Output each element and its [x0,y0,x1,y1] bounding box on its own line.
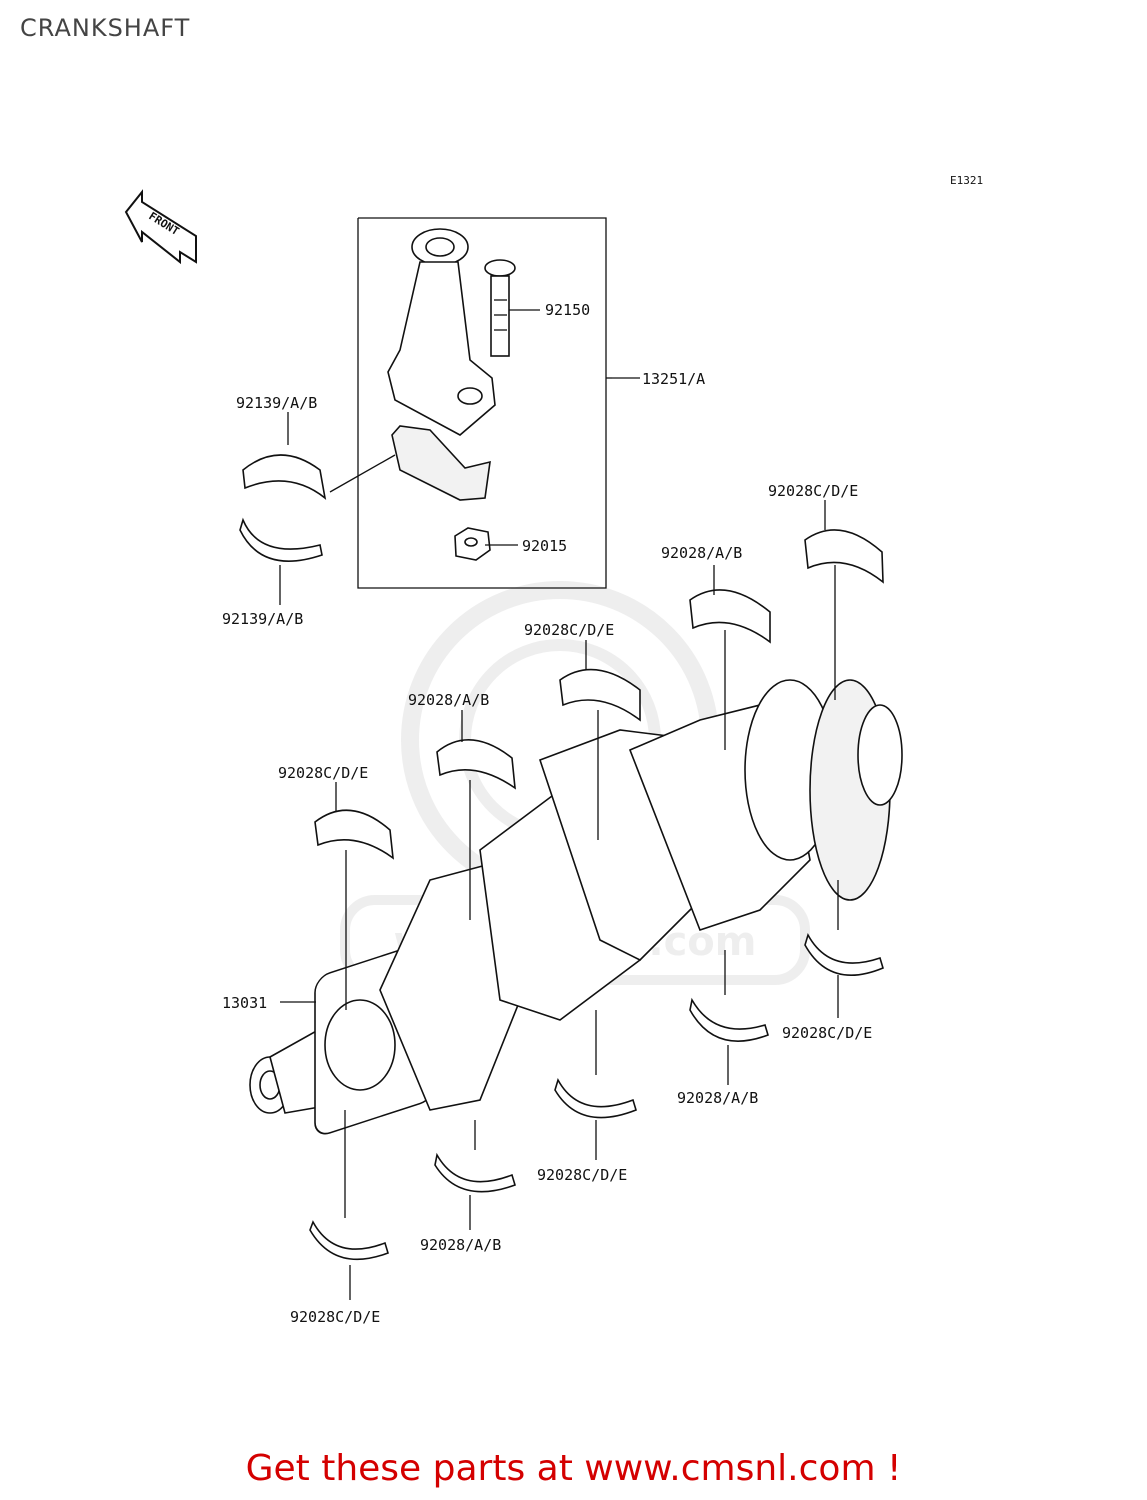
callout-main-5: 92028C/D/E [768,482,858,500]
callout-92150: 92150 [545,301,590,319]
connecting-rod [387,228,496,501]
main-bearing-5 [804,529,884,584]
callout-main-9: 92028/A/B [420,1236,501,1254]
main-bearing-1 [314,809,394,860]
main-bearing-8 [554,1077,637,1119]
callout-13251: 13251/A [642,370,705,388]
main-bearing-4 [689,589,771,644]
main-bearing-7 [689,997,769,1042]
callout-92139-upper: 92139/A/B [236,394,317,412]
callout-main-4: 92028/A/B [661,544,742,562]
callout-main-8: 92028C/D/E [537,1166,627,1184]
rod-bearing-upper [242,454,327,500]
callout-main-6: 92028C/D/E [782,1024,872,1042]
main-bearing-9 [434,1152,516,1193]
crankshaft [249,679,903,1135]
callout-92015: 92015 [522,537,567,555]
page-title: CRANKSHAFT [20,14,191,42]
callout-main-2: 92028/A/B [408,691,489,709]
front-arrow-icon: FRONT [124,189,197,265]
main-bearing-6 [804,932,884,976]
main-bearing-2 [436,739,516,790]
main-bearing-3 [559,668,641,722]
conrod-assy-bracket [357,217,607,589]
diagram-code: E1321 [950,174,983,187]
leader-lines [279,309,839,1300]
main-bearing-10 [309,1220,389,1261]
callout-13031: 13031 [222,994,267,1012]
promo-footer-link[interactable]: Get these parts at www.cmsnl.com ! [245,1448,902,1489]
callout-main-7: 92028/A/B [677,1089,758,1107]
callout-92139-lower: 92139/A/B [222,610,303,628]
rod-bolt [484,259,516,357]
rod-nut [454,527,491,561]
rod-bearing-lower [239,517,323,562]
callout-main-10: 92028C/D/E [290,1308,380,1326]
callout-main-1: 92028C/D/E [278,764,368,782]
callout-main-3: 92028C/D/E [524,621,614,639]
